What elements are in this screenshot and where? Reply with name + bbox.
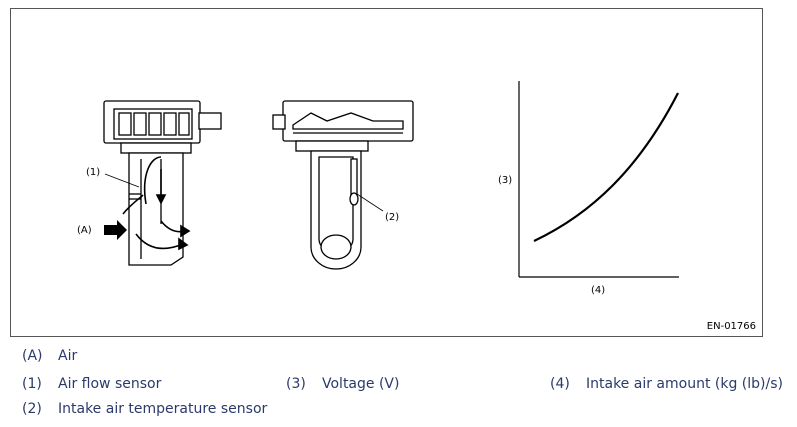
sensor-front-view bbox=[272, 100, 414, 270]
callout-1: (1) bbox=[86, 167, 100, 178]
legend-item-1: (1) Air flow sensor bbox=[22, 376, 161, 392]
diagram-figure: (1) (A) (2) (3) (4) EN-01766 bbox=[10, 8, 763, 337]
figure-code: EN-01766 bbox=[706, 321, 756, 332]
legend-text: Air bbox=[58, 348, 78, 364]
callout-2: (2) bbox=[385, 212, 399, 223]
airflow-arrows bbox=[122, 156, 191, 251]
legend-text: Voltage (V) bbox=[322, 376, 400, 392]
legend-key: (A) bbox=[22, 348, 43, 364]
leader-line-2 bbox=[356, 193, 384, 212]
legend-key: (1) bbox=[22, 376, 42, 392]
sensor-side-view bbox=[103, 100, 222, 266]
legend-item-a: (A) Air bbox=[22, 348, 77, 364]
callout-3: (3) bbox=[498, 175, 512, 186]
sensor-diagram: (1) (A) (2) (3) (4) bbox=[77, 81, 679, 296]
legend-item-3: (3) Voltage (V) bbox=[286, 376, 399, 392]
voltage-curve bbox=[533, 92, 679, 242]
legend-key: (4) bbox=[550, 376, 570, 392]
legend-item-2: (2) Intake air temperature sensor bbox=[22, 401, 267, 417]
leader-line-1 bbox=[104, 173, 140, 188]
legend-text: Intake air amount (kg (lb)/s) bbox=[586, 376, 783, 392]
air-arrow-icon bbox=[104, 220, 127, 240]
callout-a: (A) bbox=[77, 225, 92, 236]
legend-item-4: (4) Intake air amount (kg (lb)/s) bbox=[550, 376, 783, 392]
legend-text: Intake air temperature sensor bbox=[58, 401, 268, 417]
voltage-graph bbox=[518, 81, 679, 278]
callout-4: (4) bbox=[591, 285, 605, 296]
legend-key: (2) bbox=[22, 401, 42, 417]
legend-text: Air flow sensor bbox=[58, 376, 162, 392]
legend-key: (3) bbox=[286, 376, 306, 392]
